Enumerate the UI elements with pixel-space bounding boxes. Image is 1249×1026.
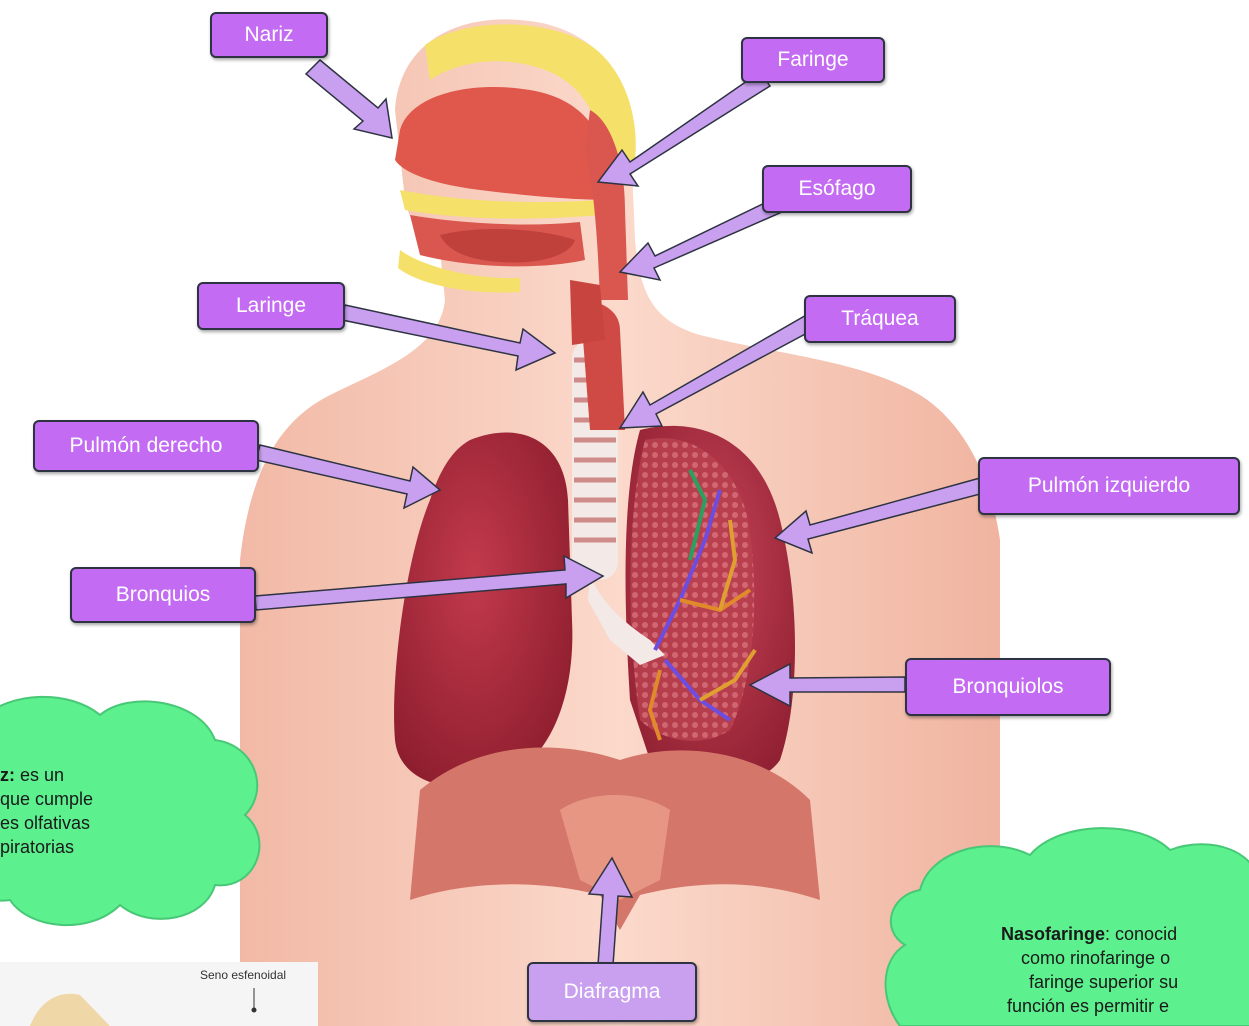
label-traquea: Tráquea xyxy=(804,295,956,343)
inset-pointer-dot xyxy=(252,1008,257,1013)
label-bronquios: Bronquios xyxy=(70,567,256,623)
arrow-nariz xyxy=(306,60,392,138)
label-faringe: Faringe xyxy=(741,37,885,83)
cloud-right-line2: como rinofaringe o xyxy=(985,946,1249,970)
label-diafragma: Diafragma xyxy=(527,962,697,1022)
label-pulmon-izquierdo: Pulmón izquierdo xyxy=(978,457,1240,515)
cloud-left-line1: es un xyxy=(15,765,64,785)
label-nariz: Nariz xyxy=(210,12,328,58)
arrow-esofago xyxy=(620,198,782,280)
inset-label-seno-esfenoidal: Seno esfenoidal xyxy=(200,968,286,982)
label-esofago: Esófago xyxy=(762,165,912,213)
cloud-right-line1: : conocid xyxy=(1105,924,1177,944)
label-pulmon-derecho: Pulmón derecho xyxy=(33,420,259,472)
cloud-left-title: z: xyxy=(0,765,15,785)
cloud-right-line4: función es permitir e xyxy=(985,994,1249,1018)
cloud-left-text: z: es un que cumple es olfativas pirator… xyxy=(0,763,240,859)
cloud-right-text: Nasofaringe: conocid como rinofaringe o … xyxy=(985,922,1249,1018)
cloud-left-line4: piratorias xyxy=(0,835,240,859)
larynx xyxy=(570,280,605,345)
cloud-left-line3: es olfativas xyxy=(0,811,240,835)
cloud-right-title: Nasofaringe xyxy=(1001,924,1105,944)
cloud-right-line3: faringe superior su xyxy=(985,970,1249,994)
label-laringe: Laringe xyxy=(197,282,345,330)
label-bronquiolos: Bronquiolos xyxy=(905,658,1111,716)
cloud-left-line2: que cumple xyxy=(0,787,240,811)
